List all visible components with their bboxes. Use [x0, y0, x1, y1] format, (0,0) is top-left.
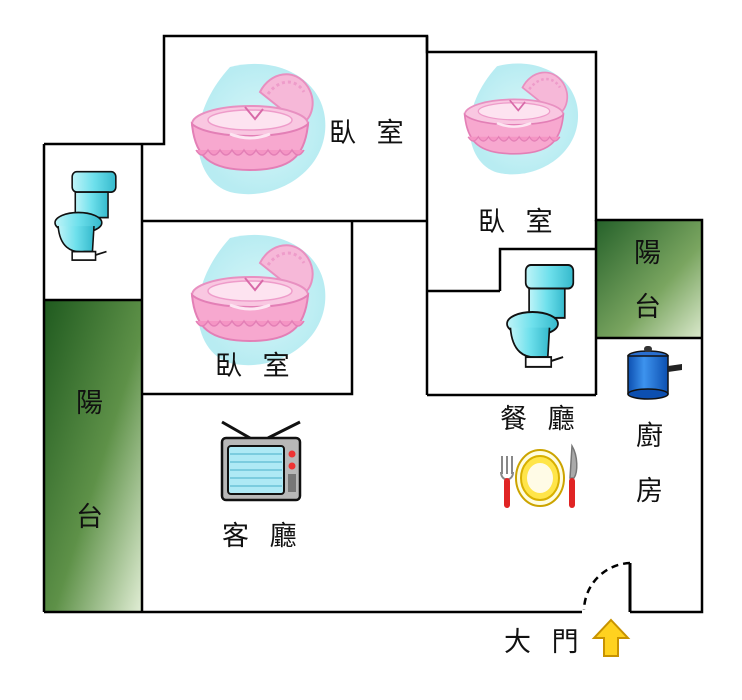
- entrance-label: 大 門: [504, 627, 585, 658]
- living-room-label: 客 廳: [222, 521, 303, 552]
- door-swing-icon: [582, 561, 632, 612]
- dining-room-label: 餐 廳: [500, 404, 581, 435]
- bedroom-mid-label: 臥 室: [215, 351, 296, 382]
- bedroom-right-label: 臥 室: [478, 207, 559, 238]
- balcony-right-label-1: 陽: [634, 238, 661, 269]
- tv-icon: [220, 420, 302, 502]
- balcony-right-label-2: 台: [634, 292, 661, 323]
- up-arrow-icon: [591, 618, 631, 657]
- toilet-icon: [506, 263, 575, 368]
- toilet-icon: [54, 170, 117, 261]
- cradle-icon: [190, 233, 327, 367]
- balcony-left-label-2: 台: [76, 502, 103, 533]
- cradle-icon: [463, 62, 580, 176]
- kitchen-label-1: 廚: [636, 421, 663, 452]
- walls: [42, 34, 704, 614]
- kitchen-label-2: 房: [636, 476, 663, 507]
- balcony-left-label-1: 陽: [76, 388, 103, 419]
- plate-cutlery-icon: [500, 443, 578, 508]
- balcony-left: [44, 300, 142, 612]
- cradle-icon: [190, 62, 327, 196]
- pot-icon: [627, 346, 682, 400]
- bedroom-top-label: 臥 室: [329, 118, 410, 149]
- balcony-right: [596, 220, 702, 338]
